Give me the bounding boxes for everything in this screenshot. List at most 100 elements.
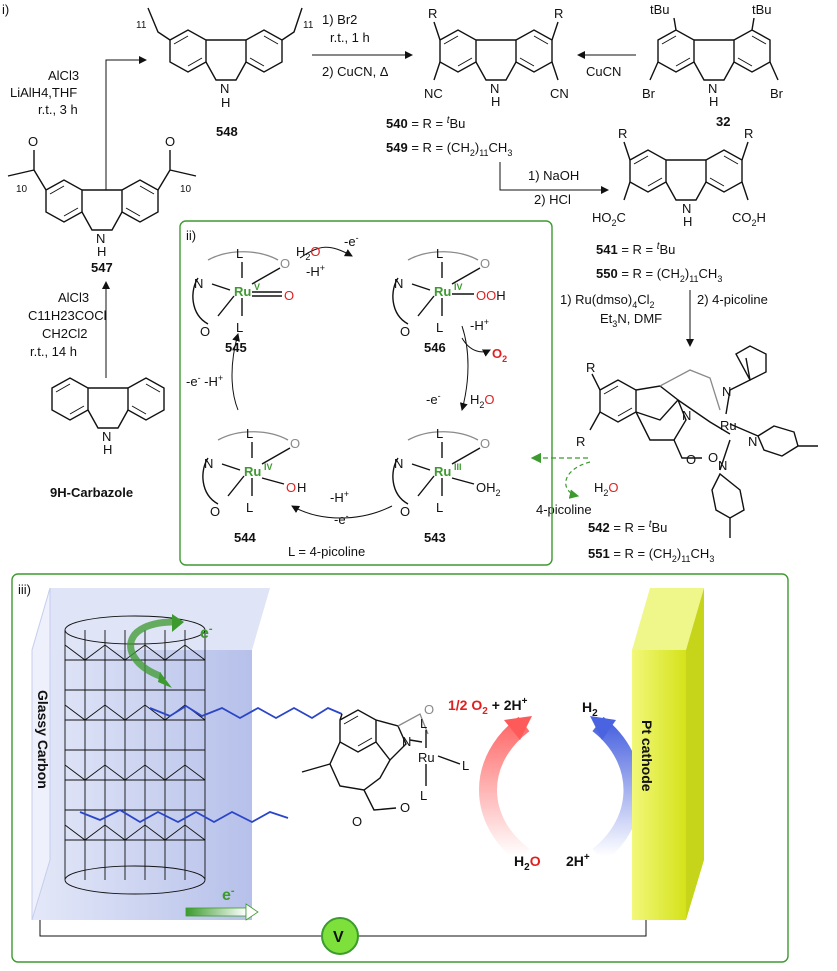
pt-cathode: Pt cathode bbox=[632, 588, 704, 920]
cond-547-2: C11H23COCl bbox=[28, 308, 107, 323]
svg-text:N: N bbox=[490, 81, 499, 96]
svg-text:N: N bbox=[682, 408, 691, 423]
svg-text:H: H bbox=[683, 214, 692, 229]
svg-text:1/2 O2 + 2H+: 1/2 O2 + 2H+ bbox=[448, 696, 528, 717]
svg-text:Ru: Ru bbox=[720, 418, 737, 433]
step3-electron: -e- bbox=[426, 391, 441, 407]
svg-text:L: L bbox=[436, 246, 443, 261]
svg-text:L: L bbox=[246, 426, 253, 441]
svg-text:O: O bbox=[290, 436, 300, 451]
step4-electron: -e- bbox=[334, 511, 349, 527]
compound-549-label: 549 = R = (CH2)11CH3 bbox=[386, 140, 512, 158]
compound-550-label: 550 = R = (CH2)11CH3 bbox=[596, 266, 722, 284]
svg-text:L: L bbox=[236, 320, 243, 335]
step5-label: -e- -H+ bbox=[186, 373, 223, 389]
cond-547-4: r.t., 14 h bbox=[30, 344, 77, 359]
svg-text:O: O bbox=[352, 814, 362, 829]
cond-540-1: 1) Br2 bbox=[322, 12, 357, 27]
svg-text:O: O bbox=[480, 256, 490, 271]
glassy-carbon-label: Glassy Carbon bbox=[35, 690, 51, 789]
water-oxidation-arrow: 1/2 O2 + 2H+ H2O bbox=[448, 696, 541, 873]
svg-text:L: L bbox=[246, 500, 253, 515]
cond-542-1: 1) Ru(dmso)4Cl2 bbox=[560, 292, 655, 310]
voltmeter bbox=[321, 917, 359, 955]
compound-carbazole-label: 9H-Carbazole bbox=[50, 485, 133, 500]
cond-547-3: CH2Cl2 bbox=[42, 326, 88, 341]
arrow-546-to-543 bbox=[459, 325, 469, 411]
device-panel-frame bbox=[11, 573, 789, 963]
cycle-panel-frame bbox=[179, 220, 553, 566]
cond-from-32: CuCN bbox=[586, 64, 621, 79]
complex-543: L L N O O Ru III OH2 bbox=[392, 426, 501, 519]
compound-32-label: 32 bbox=[716, 114, 730, 129]
arrow-545-to-546 bbox=[299, 246, 353, 259]
svg-text:CN: CN bbox=[550, 86, 569, 101]
compound-carbazole-structure: N H bbox=[51, 377, 165, 457]
ho2c-label: HO2C bbox=[592, 210, 626, 228]
svg-text:H2O: H2O bbox=[514, 853, 541, 873]
step1-proton: -H+ bbox=[306, 263, 325, 279]
svg-text:O: O bbox=[165, 134, 175, 149]
co2h-label: CO2H bbox=[732, 210, 766, 228]
svg-text:H: H bbox=[221, 95, 230, 110]
svg-text:R: R bbox=[618, 126, 627, 141]
dashed-arrow-picoline bbox=[565, 461, 591, 499]
svg-text:O: O bbox=[424, 702, 434, 717]
svg-text:N: N bbox=[722, 384, 731, 399]
svg-text:11: 11 bbox=[136, 20, 147, 31]
svg-text:O: O bbox=[286, 480, 296, 495]
svg-text:L: L bbox=[436, 426, 443, 441]
compound-540-structure: R R NC CN N H bbox=[424, 6, 569, 109]
cond-541-2: 2) HCl bbox=[534, 192, 571, 207]
svg-text:H2: H2 bbox=[582, 699, 598, 719]
complex-543-label: 543 bbox=[424, 530, 446, 545]
step2-o2: O2 bbox=[492, 346, 507, 364]
svg-text:N: N bbox=[220, 81, 229, 96]
cycle-legend: L = 4-picoline bbox=[288, 544, 365, 559]
arrow-547-to-548 bbox=[105, 56, 147, 190]
svg-text:Ru: Ru bbox=[434, 284, 451, 299]
svg-text:L: L bbox=[462, 758, 469, 773]
svg-text:L: L bbox=[236, 246, 243, 261]
arrow-543-to-544 bbox=[291, 505, 393, 519]
svg-text:N: N bbox=[96, 231, 105, 246]
proton-reduction-arrow: H2 2H+ bbox=[566, 699, 642, 869]
compound-541-structure: R R N H bbox=[618, 126, 753, 229]
svg-text:O: O bbox=[708, 450, 718, 465]
svg-text:OH2: OH2 bbox=[476, 480, 501, 498]
svg-text:R: R bbox=[586, 360, 595, 375]
svg-text:H: H bbox=[491, 94, 500, 109]
svg-text:O: O bbox=[284, 288, 294, 303]
svg-text:III: III bbox=[454, 462, 462, 472]
svg-text:Ru: Ru bbox=[234, 284, 251, 299]
svg-text:V: V bbox=[254, 282, 260, 292]
arrow-540-to-541 bbox=[499, 162, 609, 194]
svg-text:R: R bbox=[428, 6, 437, 21]
side-picoline: 4-picoline bbox=[536, 502, 592, 517]
svg-text:O: O bbox=[28, 134, 38, 149]
svg-text:N: N bbox=[394, 456, 403, 471]
svg-text:Br: Br bbox=[642, 86, 656, 101]
svg-text:N: N bbox=[402, 734, 411, 749]
svg-text:L: L bbox=[436, 320, 443, 335]
pt-cathode-label: Pt cathode bbox=[639, 720, 655, 792]
complex-545: L L N O O Ru V O bbox=[192, 246, 294, 339]
svg-text:H: H bbox=[709, 94, 718, 109]
svg-text:N: N bbox=[748, 434, 757, 449]
compound-541-label: 541 = R = tBu bbox=[596, 241, 675, 257]
svg-text:Ru: Ru bbox=[434, 464, 451, 479]
svg-text:Ru: Ru bbox=[244, 464, 261, 479]
compound-547-structure: O O 10 10 N H bbox=[7, 134, 197, 259]
step1-water: H2O bbox=[296, 244, 321, 262]
cond-540-3: 2) CuCN, Δ bbox=[322, 64, 389, 79]
svg-text:IV: IV bbox=[264, 462, 273, 472]
svg-text:O: O bbox=[480, 436, 490, 451]
svg-text:tBu: tBu bbox=[752, 2, 772, 17]
svg-text:O: O bbox=[210, 504, 220, 519]
complex-546-label: 546 bbox=[424, 340, 446, 355]
complex-544: L L N O O Ru IV O H bbox=[202, 426, 306, 519]
svg-text:N: N bbox=[718, 458, 727, 473]
svg-text:N: N bbox=[394, 276, 403, 291]
svg-text:tBu: tBu bbox=[650, 2, 670, 17]
